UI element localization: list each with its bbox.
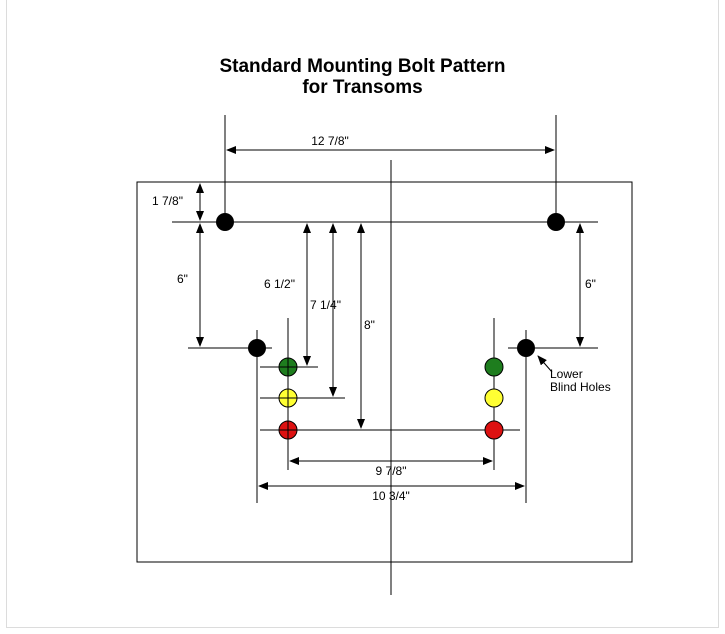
callout-arrow: [537, 355, 553, 373]
label-inner-width: 9 7/8": [376, 464, 407, 478]
red-hole-right: [484, 420, 504, 440]
label-red-depth: 8": [364, 318, 375, 332]
bolt-hole-top-right: [547, 213, 565, 231]
yellow-hole-right: [484, 388, 504, 408]
bolt-hole-top-left: [216, 213, 234, 231]
callout-line1: Lower: [550, 367, 583, 381]
transom-outline: [136, 181, 633, 563]
bolt-hole-lower-left: [248, 339, 266, 357]
green-hole-right: [484, 357, 504, 377]
label-left-vertical: 6": [177, 272, 188, 286]
label-outer-width: 10 3/4": [372, 489, 410, 503]
bolt-hole-lower-right: [517, 339, 535, 357]
callout-line2: Blind Holes: [550, 380, 611, 394]
label-top-width: 12 7/8": [311, 134, 349, 148]
label-green-depth: 6 1/2": [264, 277, 295, 291]
label-yellow-depth: 7 1/4": [310, 298, 341, 312]
diagram-title-line2: for Transoms: [302, 77, 423, 98]
label-top-offset: 1 7/8": [152, 194, 183, 208]
diagram-title-line1: Standard Mounting Bolt Pattern: [219, 56, 506, 77]
label-right-vertical: 6": [585, 277, 596, 291]
